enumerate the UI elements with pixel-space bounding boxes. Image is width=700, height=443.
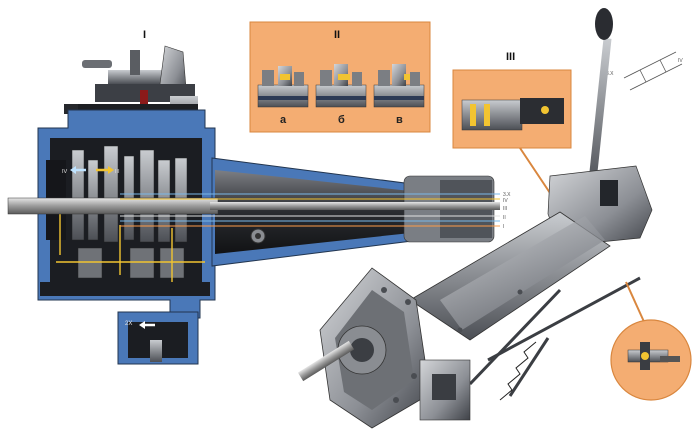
- pattern-label-left: 3.X: [606, 71, 614, 77]
- cutaway-section-view: IV III 2Х: [7, 45, 511, 365]
- shaft-label-1: I: [503, 224, 504, 230]
- detail-c: [373, 64, 425, 108]
- shaft-label-2: II: [503, 215, 506, 221]
- linkage-magnifier-detail: [610, 319, 692, 401]
- shaft-label-3x: 3.X: [503, 192, 511, 198]
- gearbox-exterior-view: [297, 8, 653, 429]
- gear-4-label: IV: [62, 169, 68, 175]
- detail-label-b: б: [338, 114, 345, 126]
- gear-3-label: III: [115, 169, 120, 175]
- detail-a: [257, 66, 309, 108]
- detail-label-a: а: [280, 114, 287, 126]
- shaft-label-4: IV: [503, 198, 508, 204]
- shaft-label-3: III: [503, 206, 507, 212]
- detail-label-v: в: [396, 114, 403, 126]
- gear-direction-arrows: [70, 166, 155, 329]
- detail-b: [315, 64, 367, 108]
- gearbox-tail-extension: [211, 157, 495, 267]
- section-label-i: I: [143, 29, 146, 41]
- section-label-ii: II: [334, 29, 340, 41]
- lever-detail-panel: III: [452, 51, 572, 197]
- pattern-label-right: IV: [678, 58, 683, 64]
- synchronizer-detail-panel: II а б в: [249, 21, 431, 133]
- section-label-iii: III: [506, 51, 515, 63]
- shift-pattern-sketch: 3.X IV: [606, 51, 683, 91]
- main-shaft: 3.X IV III II I: [7, 192, 511, 230]
- gear-2x-label: 2Х: [125, 321, 132, 327]
